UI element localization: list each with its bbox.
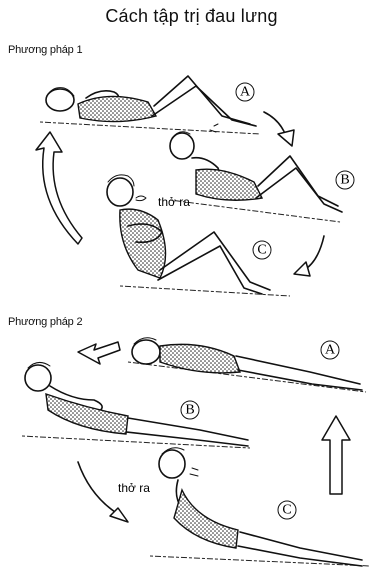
method-2-step-c: C xyxy=(278,501,296,519)
svg-text:A: A xyxy=(325,343,336,358)
svg-text:B: B xyxy=(185,403,194,418)
method-2-step-b: B xyxy=(181,401,199,419)
figure-1b xyxy=(170,124,342,222)
method-1-arrows xyxy=(36,112,324,276)
method-1-exhale-note: thở ra xyxy=(158,195,190,209)
method-2-step-a: A xyxy=(321,341,339,359)
svg-text:B: B xyxy=(340,173,349,188)
method-2-exhale-note: thở ra xyxy=(118,481,150,495)
method-1-step-c: C xyxy=(253,241,271,259)
svg-text:A: A xyxy=(240,85,251,100)
figure-1a xyxy=(40,76,260,134)
svg-text:C: C xyxy=(282,503,291,518)
method-1-step-b: B xyxy=(336,171,354,189)
svg-text:C: C xyxy=(257,243,266,258)
figure-2b xyxy=(22,362,250,448)
method-1-step-a: A xyxy=(236,83,254,101)
